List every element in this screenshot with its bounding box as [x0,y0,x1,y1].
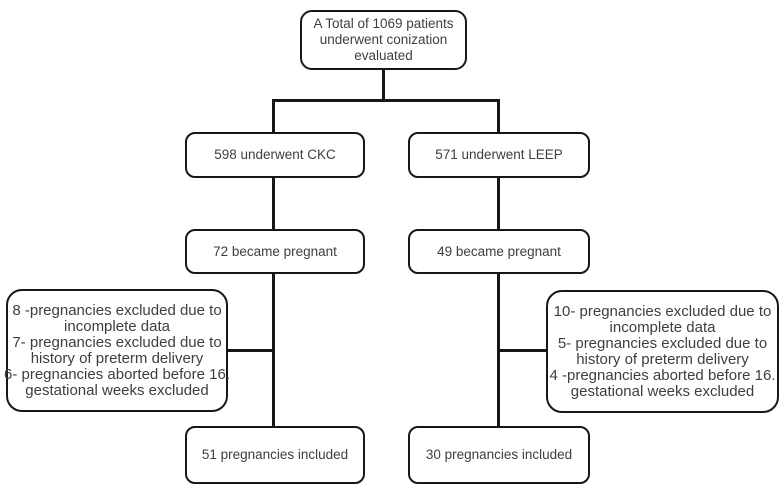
node-leep-pregnant-label: 49 became pregnant [437,243,561,259]
node-leep-exclusions-line: history of preterm delivery [576,350,749,368]
node-ckc-label: 598 underwent CKC [214,147,336,162]
node-total-patients: A Total of 1069 patients underwent coniz… [300,10,467,70]
edge-leep-exclusion-stub [500,349,546,352]
node-ckc-exclusions-line: incomplete data [64,317,170,335]
edge-total-to-split [382,70,385,102]
node-total-line: underwent conization [319,32,448,47]
node-ckc-exclusions-line: history of preterm delivery [30,349,204,367]
edge-leep-pregnant-to-included [497,274,500,426]
node-ckc-exclusions-line: 8 -pregnancies excluded due to [12,301,222,319]
node-leep-exclusions: 10- pregnancies excluded due to incomple… [546,290,779,413]
node-leep-exclusions-line: incomplete data [609,318,716,336]
node-ckc-included: 51 pregnancies included [185,426,365,484]
node-total-line: A Total of 1069 patients [313,16,454,31]
node-ckc-included-label: 51 pregnancies included [201,447,349,462]
edge-split-horizontal [272,99,500,102]
edge-leep-to-pregnant [497,178,500,229]
node-ckc-pregnant-label: 72 became pregnant [213,243,337,259]
node-ckc-exclusions-line: 7- pregnancies excluded due to [12,333,222,351]
node-leep-included-label: 30 pregnancies included [425,447,573,462]
node-leep-label: 571 underwent LEEP [435,147,563,162]
node-leep-exclusions-line: 5- pregnancies excluded due to [557,334,768,352]
node-leep-exclusions-line: 10- pregnancies excluded due to [553,302,772,320]
node-ckc-exclusions: 8 -pregnancies excluded due to incomplet… [4,289,230,412]
node-leep-exclusions-line: 4 -pregnancies aborted before 16. [549,366,776,384]
edge-split-to-leep [497,99,500,132]
node-leep-arm: 571 underwent LEEP [408,132,590,178]
node-leep-included: 30 pregnancies included [408,426,590,484]
node-ckc-exclusions-line: gestational weeks excluded [25,381,209,399]
node-ckc-arm: 598 underwent CKC [185,132,365,178]
edge-ckc-pregnant-to-included [272,274,275,426]
edge-ckc-exclusion-stub [226,349,272,352]
node-leep-pregnant: 49 became pregnant [408,229,590,274]
node-leep-exclusions-line: gestational weeks excluded [570,382,755,400]
edge-ckc-to-pregnant [272,178,275,229]
node-total-line: evaluated [354,48,413,63]
node-ckc-exclusions-line: 6- pregnancies aborted before 16. [4,365,230,383]
edge-split-to-ckc [272,99,275,132]
node-ckc-pregnant: 72 became pregnant [185,229,365,274]
